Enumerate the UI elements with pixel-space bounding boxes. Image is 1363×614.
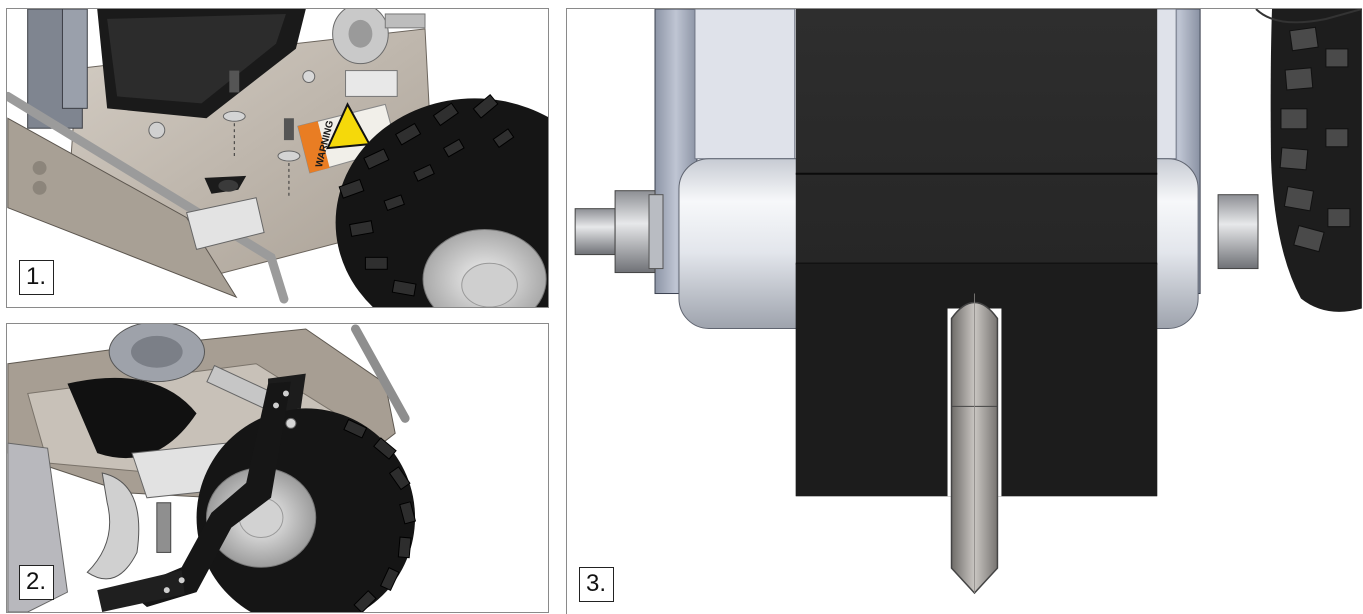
step-3-illustration [574, 9, 1362, 595]
step-1-illustration: WARNING [7, 9, 548, 307]
step-2-panel: 2. [6, 323, 549, 613]
warning-triangle-icon [326, 102, 371, 150]
wheel-tire [335, 94, 548, 307]
wheel-tire-3 [1270, 9, 1362, 312]
step-1-panel: WARNING 1 [6, 8, 549, 308]
step-3-panel: 3. [566, 8, 1362, 614]
step-1-label: 1. [19, 260, 55, 295]
wheel-tire-2 [196, 408, 417, 612]
locking-pin [950, 293, 999, 595]
black-mount-bracket [97, 373, 306, 612]
step-2-label: 2. [19, 565, 55, 600]
step-3-label: 3. [579, 567, 615, 602]
step-2-illustration [7, 324, 417, 612]
